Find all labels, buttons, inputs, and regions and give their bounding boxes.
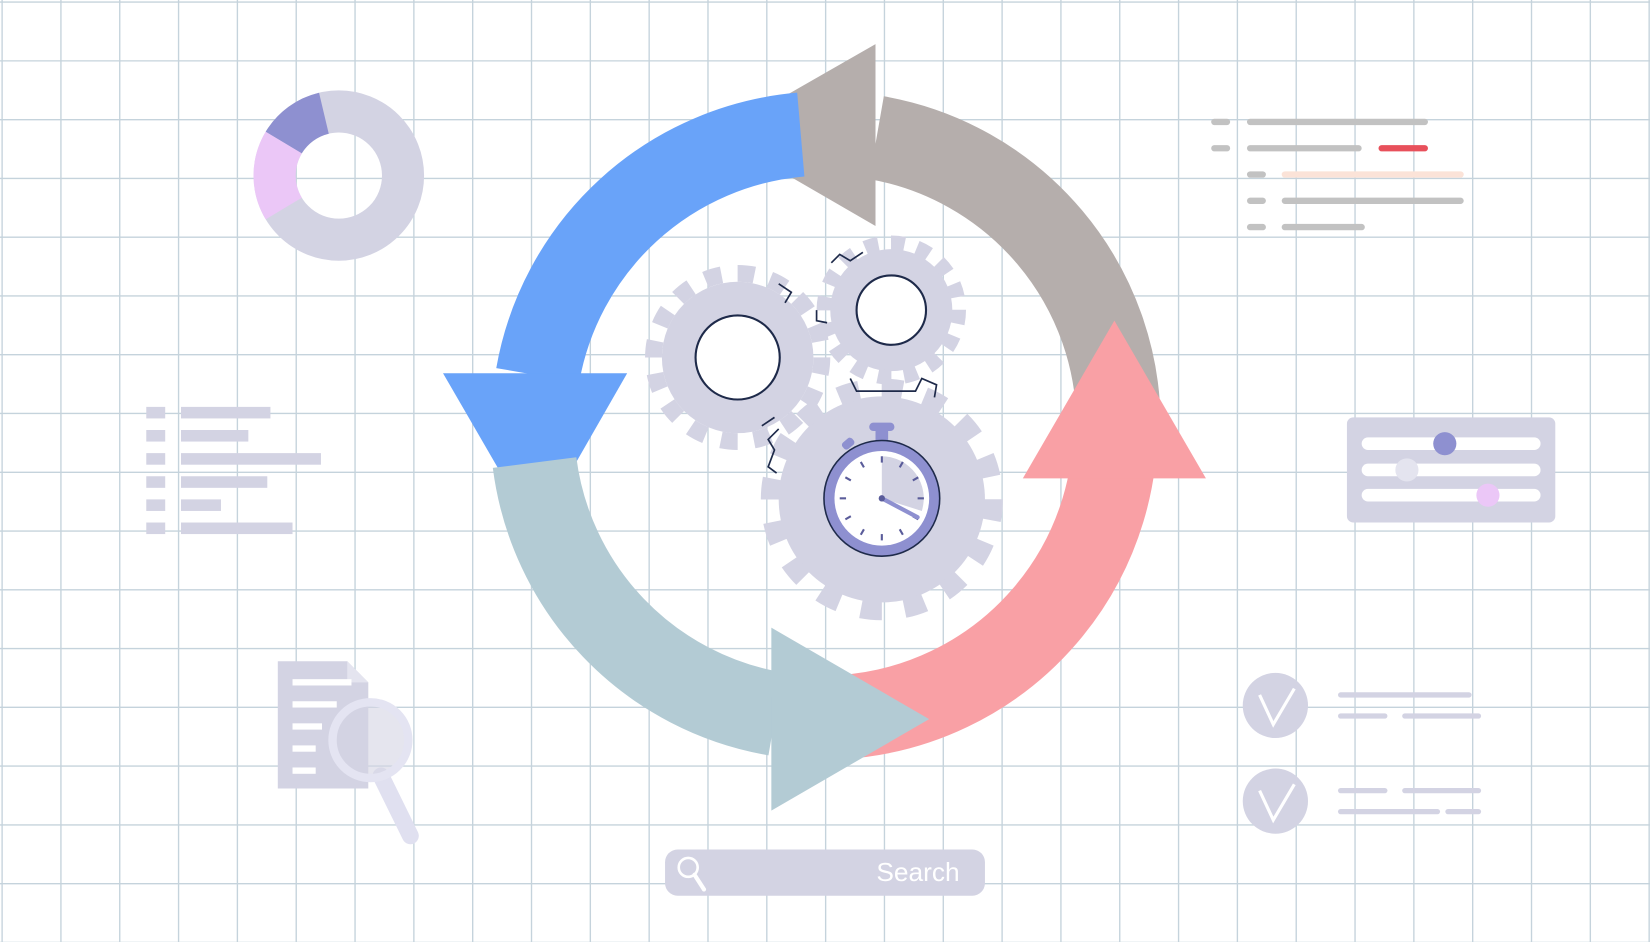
clock-tick xyxy=(844,515,852,521)
list-line xyxy=(180,476,268,488)
list-line xyxy=(180,499,221,511)
search-icon xyxy=(677,856,707,892)
arrow-teal xyxy=(492,456,930,811)
cycle-arrows xyxy=(443,44,1206,811)
list-bullet xyxy=(146,429,166,442)
list-bullet xyxy=(146,476,166,488)
list-line xyxy=(180,406,271,419)
stopwatch-icon xyxy=(823,422,941,557)
document-magnifier-icon xyxy=(277,661,419,845)
arrow-blue xyxy=(443,92,806,534)
search-bar[interactable]: Search xyxy=(665,849,985,896)
list-bullet xyxy=(146,406,166,419)
clock-tick xyxy=(898,528,904,536)
list-bullet xyxy=(146,499,166,511)
list-line xyxy=(180,522,293,535)
clock-tick xyxy=(898,461,904,468)
list-icon xyxy=(146,406,321,535)
text-lines-icon xyxy=(1211,118,1464,231)
search-label: Search xyxy=(876,857,959,887)
list-bullet xyxy=(146,453,166,465)
list-line xyxy=(180,453,321,465)
checkmark-icon xyxy=(1242,768,1309,834)
gear-icon xyxy=(645,264,831,450)
checklist-icon xyxy=(1242,672,1482,834)
slider-panel-icon xyxy=(1346,417,1556,523)
clock-tick xyxy=(859,461,865,468)
donut-chart-icon xyxy=(253,90,425,261)
clock-tick xyxy=(912,476,919,482)
list-bullet xyxy=(146,522,166,535)
arrow-pink xyxy=(838,320,1206,759)
gears xyxy=(645,235,1003,621)
gear-icon xyxy=(816,235,967,385)
checkmark-icon xyxy=(1242,672,1309,739)
clock-tick xyxy=(844,476,852,482)
list-line xyxy=(180,429,249,442)
clock-tick xyxy=(859,528,865,536)
